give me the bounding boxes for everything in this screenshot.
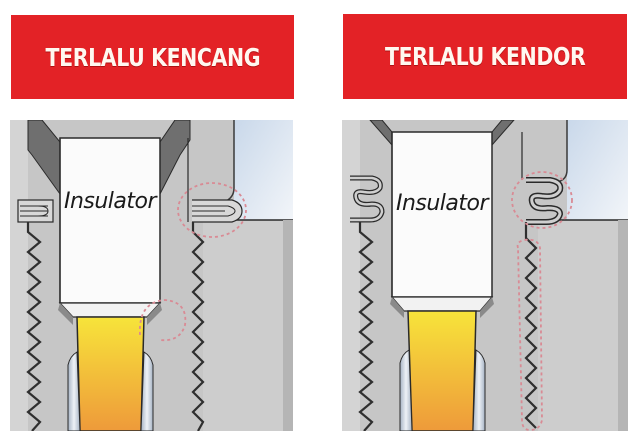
diagram-too-loose: Insulator [342, 120, 628, 431]
gasket-left [350, 175, 385, 223]
thread-right [191, 222, 205, 431]
gasket-right [192, 199, 243, 223]
diagram-too-tight: Insulator [10, 120, 293, 431]
gasket-left [17, 199, 54, 223]
highlight-seat-stress [139, 299, 187, 342]
highlight-gasket-uncompressed [511, 171, 573, 229]
insulator-label: Insulator [396, 191, 491, 216]
thread-left [26, 222, 42, 431]
title-too-tight: TERLALU KENCANG [45, 42, 260, 72]
highlight-gasket-overcompressed [177, 182, 247, 238]
highlight-thread-gap [516, 238, 543, 431]
insulator-label: Insulator [64, 189, 159, 214]
thread-right [524, 222, 538, 429]
thread-left [358, 222, 374, 431]
spark-plug-cross-section-too-loose: Insulator [342, 120, 628, 431]
spark-plug-cross-section-too-tight: Insulator [10, 120, 293, 431]
title-banner-too-loose: TERLALU KENDOR [343, 14, 627, 99]
gasket-right [526, 177, 564, 225]
title-banner-too-tight: TERLALU KENCANG [11, 15, 294, 99]
title-too-loose: TERLALU KENDOR [384, 42, 586, 71]
